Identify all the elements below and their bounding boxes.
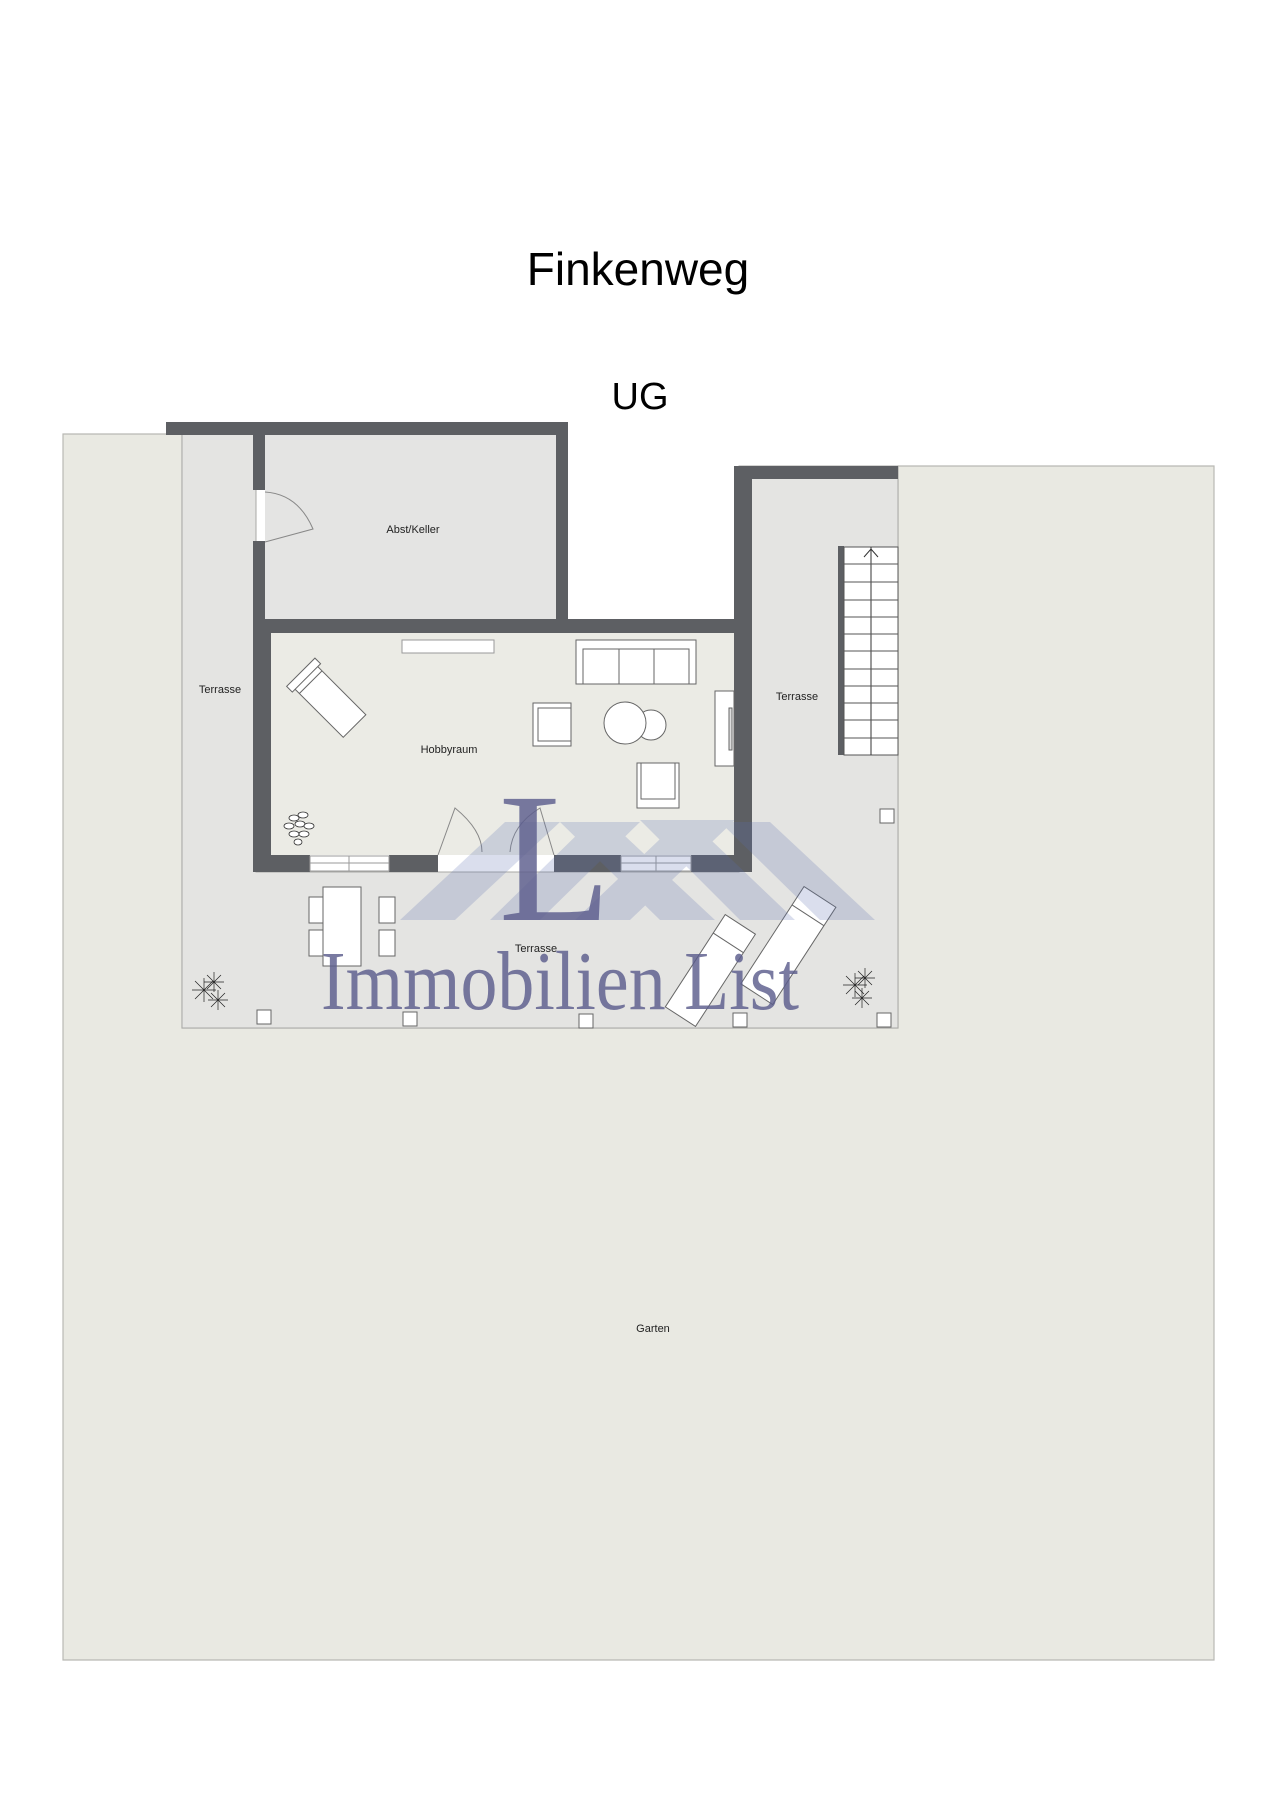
post-icon [876, 1012, 892, 1028]
room-label-terrace-right: Terrasse [776, 691, 818, 703]
lounge-chair-icon [285, 657, 367, 739]
stairs-icon [838, 546, 899, 756]
armchair-icon [636, 762, 680, 809]
room-label-terrace-left: Terrasse [199, 684, 241, 696]
patio-door-right-icon [509, 807, 555, 856]
dining-table-icon [308, 886, 396, 967]
storage-door-icon [264, 491, 314, 543]
room-label-garden: Garten [636, 1323, 670, 1335]
street-title: Finkenweg [526, 243, 750, 295]
floor-title: UG [611, 376, 669, 418]
room-label-hobby: Hobbyraum [421, 744, 478, 756]
room-label-storage: Abst/Keller [386, 524, 440, 536]
watermark-brand: Immobilien List [321, 935, 799, 1028]
walls [166, 422, 898, 872]
furniture [283, 639, 735, 846]
post-icon [402, 1011, 418, 1027]
patio-door-left-icon [437, 807, 483, 856]
sun-lounger-icon [664, 913, 757, 1028]
terrace-furniture [256, 808, 895, 1029]
windows [309, 639, 692, 872]
post-icon [256, 1009, 272, 1025]
post-icon [732, 1012, 748, 1028]
roof-logo-icon [400, 820, 875, 920]
room-label-terrace-bottom: Terrasse [515, 943, 557, 955]
post-icon [879, 808, 895, 824]
sideboard-icon [714, 690, 735, 767]
storage-room [265, 434, 556, 619]
watermark: L Immobilien List [321, 756, 875, 1028]
coffee-table-icon [603, 701, 647, 745]
sofa-icon [575, 639, 697, 685]
post-icon [578, 1013, 594, 1029]
sun-lounger-icon [740, 885, 837, 1006]
watermark-monogram: L [498, 756, 611, 961]
plant-icon [283, 811, 315, 846]
palm-plant-icon [192, 968, 875, 1010]
doors [264, 491, 555, 856]
armchair-icon [532, 702, 572, 747]
